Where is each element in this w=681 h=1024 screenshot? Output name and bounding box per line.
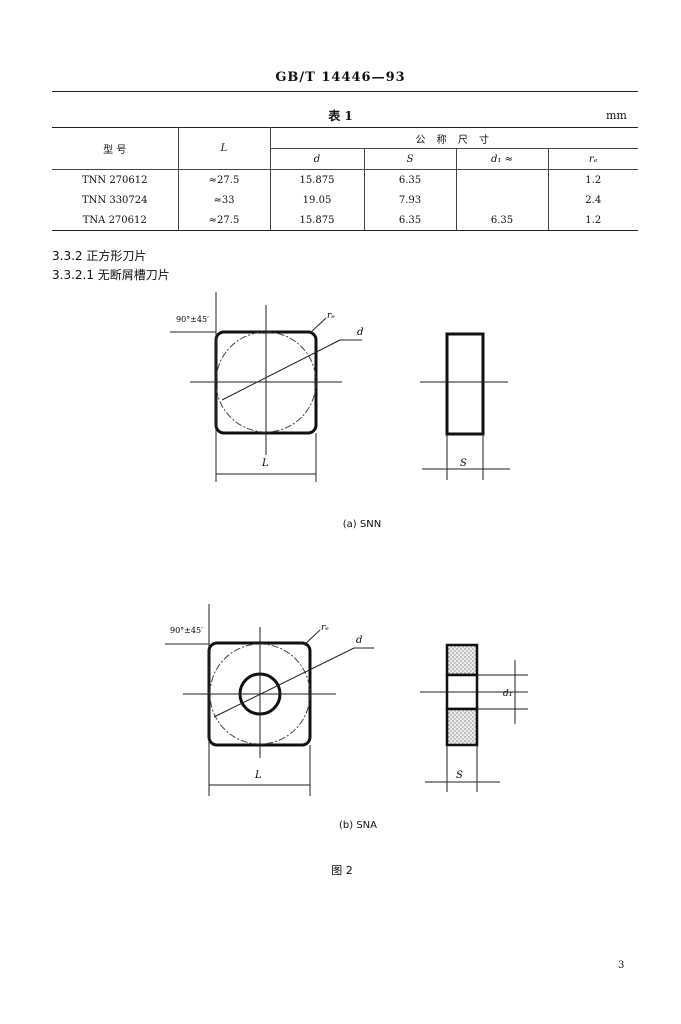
header-rule <box>52 91 638 92</box>
header-type: 型 号 <box>52 127 179 170</box>
figure-title: 图 2 <box>331 864 353 877</box>
angle-label: 90°±45′ <box>170 626 203 635</box>
cell-re: 1.2 <box>585 174 602 186</box>
cell-L: ≈27.5 <box>178 210 271 231</box>
cell-L: ≈33 <box>178 190 271 210</box>
table-caption: 表 1 <box>328 109 353 123</box>
cell-type: TNN 270612 <box>52 169 179 190</box>
cell-S: 6.35 <box>364 169 457 190</box>
cell-d1 <box>456 169 549 190</box>
header-re: rₑ <box>588 153 598 165</box>
header-L: L <box>178 127 271 170</box>
cell-S: 6.35 <box>364 210 457 231</box>
header-d: d <box>270 148 365 170</box>
caption-b: (b) SNA <box>339 820 377 831</box>
section-heading: 3.3.2 正方形刀片 <box>52 249 147 263</box>
table-row: TNA 270612 ≈27.5 15.875 6.35 6.35 1.2 <box>52 210 638 231</box>
cell-d1 <box>456 190 549 210</box>
cell-d: 15.875 <box>270 169 365 190</box>
cell-d: 19.05 <box>270 190 365 210</box>
d1-label: d₁ <box>503 689 512 699</box>
d-label: d <box>357 327 363 338</box>
cell-d: 15.875 <box>270 210 365 231</box>
cell-re: 1.2 <box>585 214 602 226</box>
caption-a: (a) SNN <box>342 519 382 530</box>
S-label: S <box>456 770 463 781</box>
d-label: d <box>356 635 362 646</box>
re-label: rₑ <box>327 311 335 321</box>
L-label: L <box>254 770 262 781</box>
header-nominal: 公 称 尺 寸 <box>270 127 638 149</box>
cell-type: TNA 270612 <box>52 210 179 231</box>
table-row: TNN 270612 ≈27.5 15.875 6.35 1.2 <box>52 169 638 190</box>
spec-table: 型 号 L 公 称 尺 寸 d S d₁ ≈ rₑ TNN 270612 ≈27… <box>52 127 638 231</box>
table-row: TNN 330724 ≈33 19.05 7.93 2.4 <box>52 190 638 210</box>
page-number: 3 <box>618 960 625 971</box>
cell-re: 2.4 <box>585 194 602 206</box>
header-d1: d₁ ≈ <box>456 148 549 170</box>
table-unit: mm <box>606 109 627 122</box>
cell-L: ≈27.5 <box>178 169 271 190</box>
cell-type: TNN 330724 <box>52 190 179 210</box>
standard-header: GB/T 14446—93 <box>275 70 406 85</box>
snn-side-view: S <box>420 332 510 480</box>
header-S: S <box>364 148 457 170</box>
L-label: L <box>261 458 269 469</box>
cell-d1: 6.35 <box>456 210 549 231</box>
cell-S: 7.93 <box>364 190 457 210</box>
snn-front-view: 90°±45′ rₑ d L <box>170 292 363 482</box>
subsection-heading: 3.3.2.1 无断屑槽刀片 <box>52 268 170 282</box>
angle-label: 90°±45′ <box>176 315 209 324</box>
S-label: S <box>460 458 467 469</box>
sna-side-section: d₁ S <box>420 643 528 792</box>
sna-front-view: 90°±45′ rₑ d L <box>165 604 374 796</box>
re-label: rₑ <box>321 623 329 633</box>
